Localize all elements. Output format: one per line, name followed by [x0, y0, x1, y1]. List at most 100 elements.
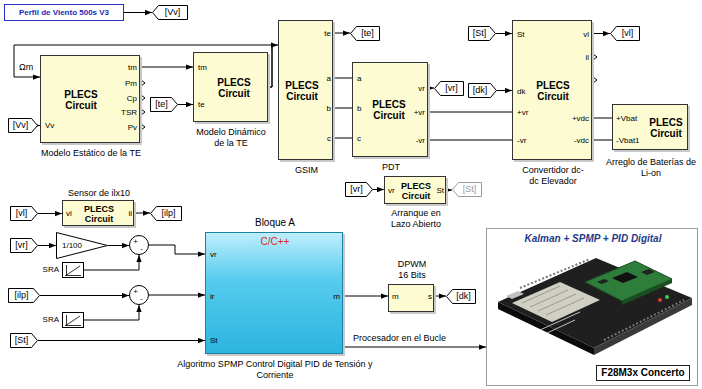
text-holder: [te] — [155, 99, 168, 110]
text-holder: il — [567, 53, 589, 63]
from-tag: [St] — [468, 26, 496, 41]
text-holder: [ilp] — [14, 290, 28, 301]
tag-name: [vr] — [15, 240, 28, 251]
plecs-subsystem: PLECS Circuit+Vbat-Vbat1Arreglo de Bater… — [612, 104, 688, 150]
text-holder: +vr — [517, 108, 535, 118]
port-stub — [141, 95, 145, 101]
text-holder: [Vv] — [165, 7, 181, 18]
text-holder: Pv — [111, 123, 137, 133]
tag-name: [ilp] — [14, 290, 28, 301]
text-holder: ir — [210, 292, 226, 302]
port-label: c — [357, 134, 373, 144]
processor-chip — [612, 272, 638, 283]
text-holder: b — [315, 104, 331, 114]
text-holder: GSIM — [269, 165, 344, 176]
signal-line — [124, 12, 152, 13]
tag-outline — [346, 183, 373, 197]
tag-outline — [351, 27, 380, 41]
signal-line — [84, 305, 139, 320]
from-tag: [dk] — [468, 83, 497, 98]
from-tag: [vr] — [10, 238, 38, 253]
physical-connection — [592, 140, 612, 141]
port-stub — [141, 124, 145, 130]
tag-outline — [9, 119, 38, 133]
text-holder: a — [357, 74, 373, 84]
physical-connection — [428, 140, 512, 141]
port-label: St — [210, 336, 226, 346]
port-label: Pv — [111, 123, 137, 133]
tag-name: [vl] — [16, 208, 28, 219]
block-caption: Convertidor dc-dc Elevador — [518, 165, 588, 187]
tag-name: [dk] — [473, 85, 488, 96]
text-holder: 1/100 — [59, 241, 85, 251]
gain-value: 1/100 — [59, 241, 85, 251]
from-tag: [ilp] — [8, 288, 40, 303]
chip — [597, 279, 609, 284]
tag-name: [vr] — [445, 83, 458, 94]
text-holder: PLECS Circuit — [280, 80, 324, 102]
triangle-outline — [57, 233, 108, 259]
plecs-subsystem: PLECS CircuitteabcGSIM — [278, 20, 333, 160]
text-holder: PLECS Circuit — [646, 117, 686, 139]
port-label: Cp — [111, 94, 137, 104]
text-holder: s — [420, 292, 432, 302]
text-holder: [vr] — [350, 184, 363, 195]
tag-outline — [151, 98, 178, 112]
tag-outline — [151, 207, 182, 221]
plecs-subsystem: PLECS CircuittmPmCpTSRPvVvModelo Estátic… — [40, 55, 140, 143]
tag-name: [te] — [155, 99, 168, 110]
text-holder: Procesador en el Bucle — [352, 333, 447, 344]
tag-outline — [447, 290, 476, 304]
text-holder: -vr — [401, 136, 425, 146]
signal-line — [134, 213, 150, 214]
text-holder: PLECS Circuit — [367, 99, 411, 121]
code-language-label: C/C++ — [206, 236, 344, 248]
block-caption: GSIM — [269, 165, 344, 176]
port-label: +vr — [517, 108, 535, 118]
text-holder: [vl] — [16, 208, 28, 219]
docking-station — [498, 258, 692, 348]
tag-outline — [11, 334, 38, 348]
text-holder: -Vbat1 — [616, 136, 646, 146]
goto-tag: [dk] — [446, 289, 476, 304]
tag-name: [ilp] — [161, 208, 175, 219]
port-label: -Vbat1 — [616, 136, 646, 146]
circuit-label: PLECS Circuit — [367, 99, 411, 121]
text-holder: c — [315, 134, 331, 144]
circuit-label: PLECS Circuit — [531, 80, 575, 102]
tag-name: [dk] — [456, 291, 471, 302]
port-label: vl — [567, 30, 589, 40]
text-holder: c — [357, 134, 373, 144]
port-label: s — [420, 292, 432, 302]
text-holder: St — [517, 30, 535, 40]
text-holder: F28M3x Concerto — [593, 362, 693, 381]
text-holder: vr — [388, 186, 402, 196]
tag-name: [te] — [361, 28, 374, 39]
board-name: F28M3x Concerto — [596, 365, 689, 381]
port-label: vr — [401, 84, 425, 94]
tag-name: [vl] — [622, 28, 634, 39]
plecs-subsystem: PLECS CircuittmteModelo Dinámico de la T… — [193, 52, 268, 122]
sign-label: - — [138, 245, 145, 253]
port-label: Vv — [45, 121, 65, 131]
block-caption: Arreglo de Baterías de Li-on — [605, 157, 697, 179]
from-tag: [vr] — [345, 182, 373, 197]
board-title: Kalman + SPMP + PID Digital — [487, 233, 699, 245]
control-card — [585, 261, 672, 301]
ramp-icon — [65, 265, 81, 276]
text-holder: [dk] — [456, 291, 471, 302]
sum-block: +- — [129, 285, 149, 305]
text-holder: SRA — [35, 315, 59, 325]
from-tag: [vl] — [10, 206, 38, 221]
block-caption: Modelo Estático de la TE — [16, 148, 166, 159]
text-holder: vr — [401, 84, 425, 94]
text-holder: [St] — [15, 335, 29, 346]
signal-line — [149, 245, 205, 254]
processor-photo: Kalman + SPMP + PID DigitalF28M3x Concer… — [486, 228, 698, 386]
signal-line — [434, 296, 446, 297]
text-holder: PLECS Circuit — [531, 80, 575, 102]
tag-outline — [435, 82, 464, 96]
signal-line — [592, 33, 610, 34]
signal-line — [84, 255, 139, 270]
tag-name: [Vv] — [165, 7, 181, 18]
